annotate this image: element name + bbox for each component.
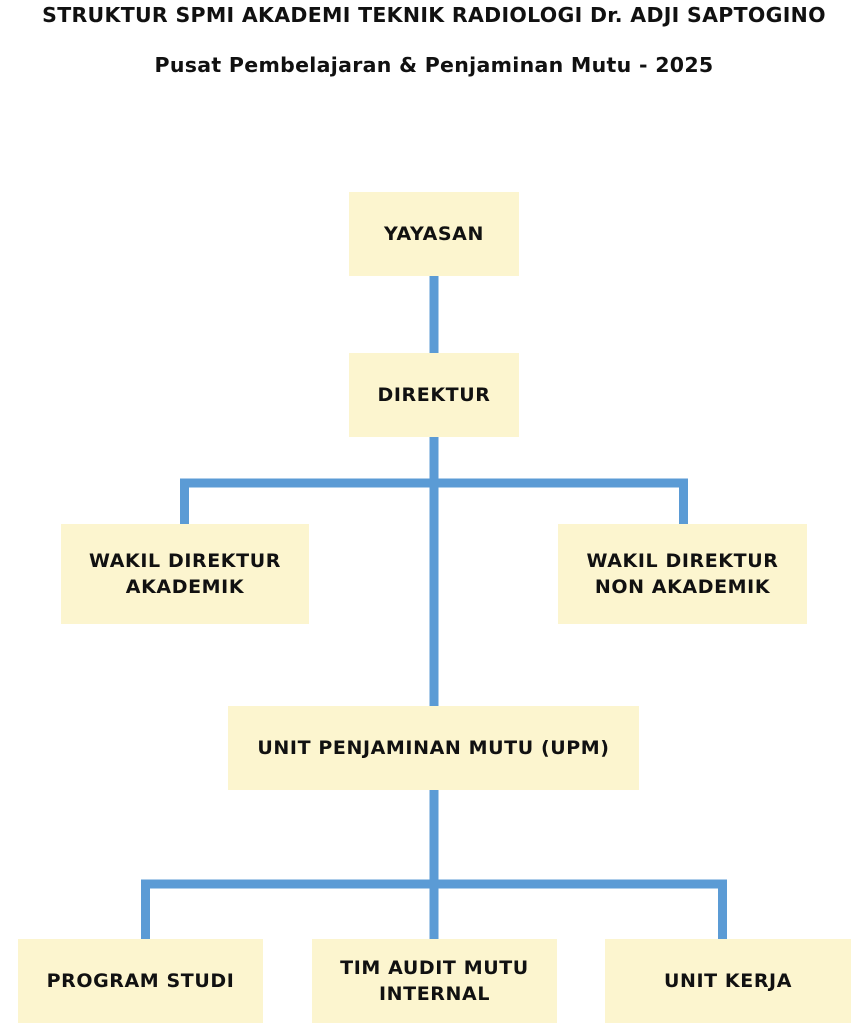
node-label-line-1: TIM AUDIT MUTU <box>340 957 529 979</box>
page-subtitle: Pusat Pembelajaran & Penjaminan Mutu - 2… <box>154 53 714 77</box>
connector-group <box>141 276 727 939</box>
node-label-line-2: AKADEMIK <box>125 576 245 598</box>
node-direktur-label: DIREKTUR <box>377 384 491 406</box>
node-unit-kerja: UNIT KERJA <box>605 939 851 1023</box>
node-unit-penjaminan-mutu: UNIT PENJAMINAN MUTU (UPM) <box>228 706 639 790</box>
node-yayasan-label: YAYASAN <box>384 223 484 245</box>
page-title: STRUKTUR SPMI AKADEMI TEKNIK RADIOLOGI D… <box>42 3 826 27</box>
node-wakil-direktur-akademik: WAKIL DIREKTUR AKADEMIK <box>61 524 309 624</box>
node-program-studi-label: PROGRAM STUDI <box>46 970 235 992</box>
node-program-studi: PROGRAM STUDI <box>18 939 263 1023</box>
node-label-line-1: WAKIL DIREKTUR <box>89 550 281 572</box>
node-yayasan: YAYASAN <box>349 192 519 276</box>
node-direktur: DIREKTUR <box>349 353 519 437</box>
node-wakil-direktur-non-akademik: WAKIL DIREKTUR NON AKADEMIK <box>558 524 807 624</box>
node-upm-label: UNIT PENJAMINAN MUTU (UPM) <box>257 737 610 759</box>
node-label-line-2: NON AKADEMIK <box>594 576 771 598</box>
node-unit-kerja-label: UNIT KERJA <box>663 970 793 992</box>
node-tim-audit-mutu-internal: TIM AUDIT MUTU INTERNAL <box>312 939 557 1023</box>
node-label-line-2: INTERNAL <box>378 983 491 1005</box>
node-label-line-1: WAKIL DIREKTUR <box>586 550 779 572</box>
